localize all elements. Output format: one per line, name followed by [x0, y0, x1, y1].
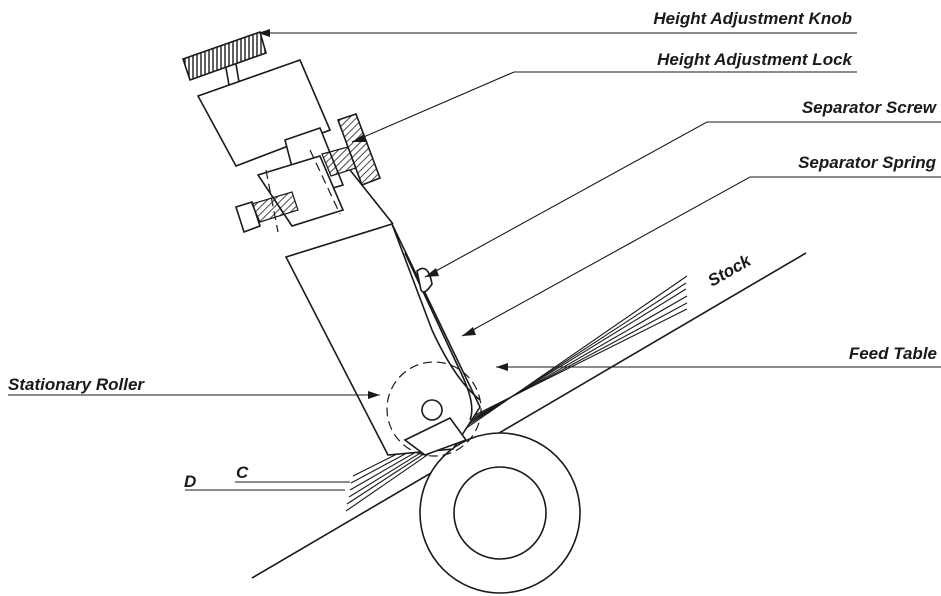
label-stock: Stock: [705, 250, 756, 290]
leader-lines: [8, 32, 941, 483]
upper-housing: [196, 58, 345, 233]
lower-screw: [234, 191, 299, 234]
feed-table: [185, 252, 807, 579]
separator-screw: [416, 267, 433, 293]
stationary-roller: [386, 361, 482, 457]
label-c: C: [236, 463, 249, 482]
label-separator-spring: Separator Spring: [798, 153, 937, 172]
label-separator-screw: Separator Screw: [802, 98, 938, 117]
label-height-adjustment-lock: Height Adjustment Lock: [657, 50, 853, 69]
feed-roller: [419, 432, 581, 594]
label-d: D: [184, 472, 196, 491]
arrowheads: [258, 29, 508, 399]
label-stationary-roller: Stationary Roller: [8, 375, 145, 394]
separator-spring: [404, 252, 473, 421]
height-adjustment-lock: [321, 112, 382, 187]
label-height-adjustment-knob: Height Adjustment Knob: [653, 9, 852, 28]
height-adjustment-knob: [181, 30, 267, 86]
separator-arm: [284, 169, 481, 456]
label-feed-table: Feed Table: [849, 344, 937, 363]
